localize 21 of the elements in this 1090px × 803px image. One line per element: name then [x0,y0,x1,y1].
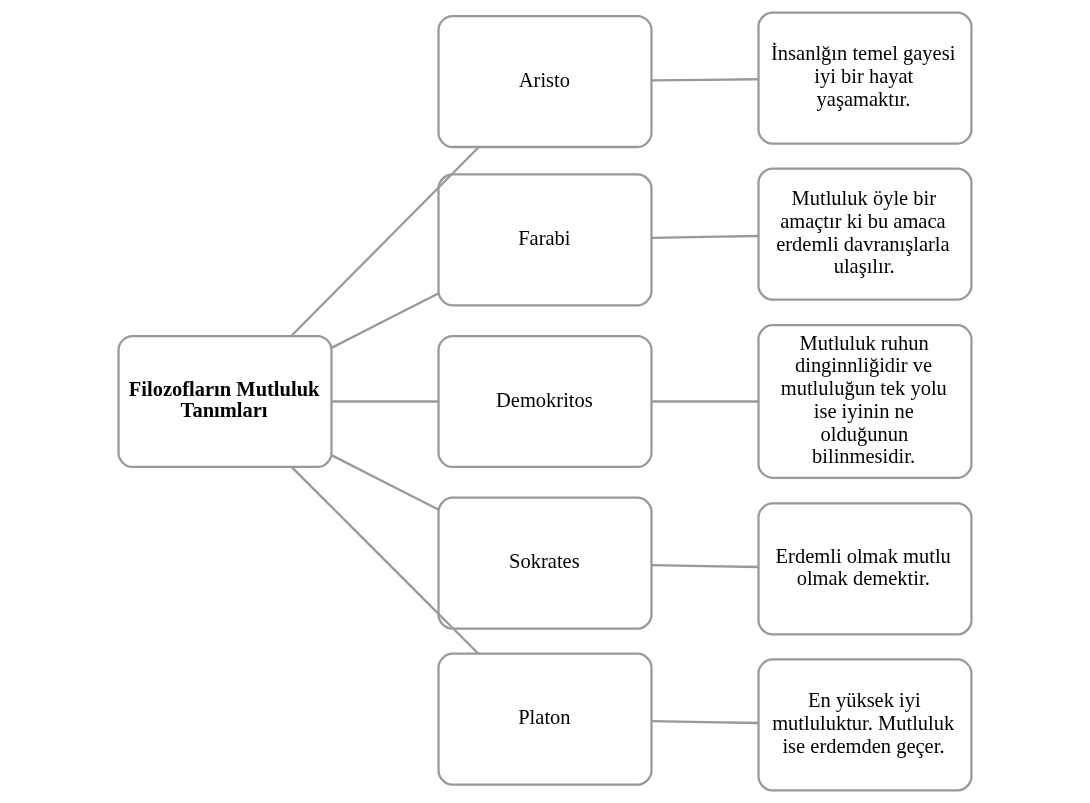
node-box: Aristo [437,14,653,149]
connector [290,146,480,337]
node-box: Demokritos [437,334,653,469]
node-box: Erdemli olmak mutlu olmak demektir. [757,502,973,636]
node-box: Filozofların Mutluluk Tanımları [117,334,333,469]
connector [291,466,479,655]
node-box: Platon [437,652,653,786]
connector [331,292,439,349]
connector [651,400,759,403]
node-box: Farabi [437,173,653,307]
node-box: Mutluluk ruhun dinginnliğidir ve mutluluğun tek yolu ise iyinin ne olduğunun bilinmesidir. [757,324,973,479]
node-box: Mutluluk öyle bir amaçtır ki bu amaca erdemli davranışlarla ulaşılır. [757,167,973,301]
node-box: İnsanlğın temel gayesi iyi bir hayat yaşamaktır. [757,11,973,145]
connector [651,78,759,82]
connector [331,400,439,403]
node-box: Sokrates [437,496,653,630]
connector [331,454,439,511]
node-box: En yüksek iyi mutluluktur. Mutluluk ise erdemden geçer. [757,658,973,792]
connector [651,563,759,569]
connector [651,234,759,240]
connector [651,719,759,725]
